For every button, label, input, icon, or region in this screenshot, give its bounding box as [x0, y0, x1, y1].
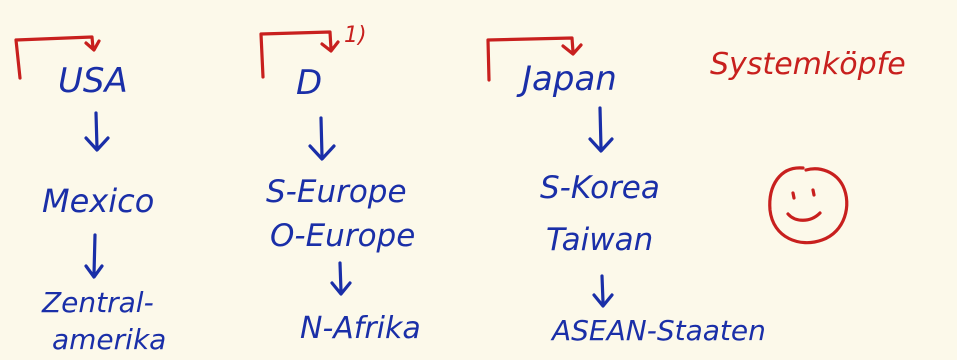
- level3-label: ASEAN-Staaten: [550, 314, 766, 347]
- loop-arrow-icon: [486, 36, 583, 82]
- loop-arrow-icon: [14, 35, 101, 80]
- down-arrow-icon: [84, 233, 104, 279]
- level3-label: N-Afrika: [300, 311, 421, 346]
- level2-label: Mexico: [42, 182, 154, 220]
- level2-label: O-Europe: [270, 218, 415, 254]
- column-head-label: USA: [58, 61, 128, 101]
- side-label: Systemköpfe: [710, 47, 906, 82]
- level2-label: Taiwan: [546, 222, 653, 258]
- loop-arrow-icon: [259, 30, 340, 79]
- level3-label-line2: amerika: [52, 323, 166, 356]
- down-arrow-icon: [588, 106, 614, 153]
- head-footnote: 1): [344, 23, 367, 48]
- down-arrow-icon: [308, 116, 336, 161]
- level2-label: S-Europe: [266, 174, 407, 210]
- down-arrow-icon: [84, 111, 110, 152]
- level2-label: S-Korea: [540, 170, 660, 206]
- down-arrow-icon: [330, 261, 352, 296]
- column-japan: Japan S-Korea Taiwan ASEAN-Staaten: [486, 36, 766, 347]
- column-usa: USA Mexico Zentral- amerika: [14, 35, 166, 356]
- smiley-icon: [768, 166, 849, 245]
- down-arrow-icon: [592, 274, 614, 308]
- column-d: 1) D S-Europe O-Europe N-Afrika: [259, 23, 421, 346]
- column-head-label: Japan: [516, 59, 617, 99]
- level3-label-line1: Zentral-: [41, 286, 154, 319]
- column-head-label: D: [296, 63, 322, 103]
